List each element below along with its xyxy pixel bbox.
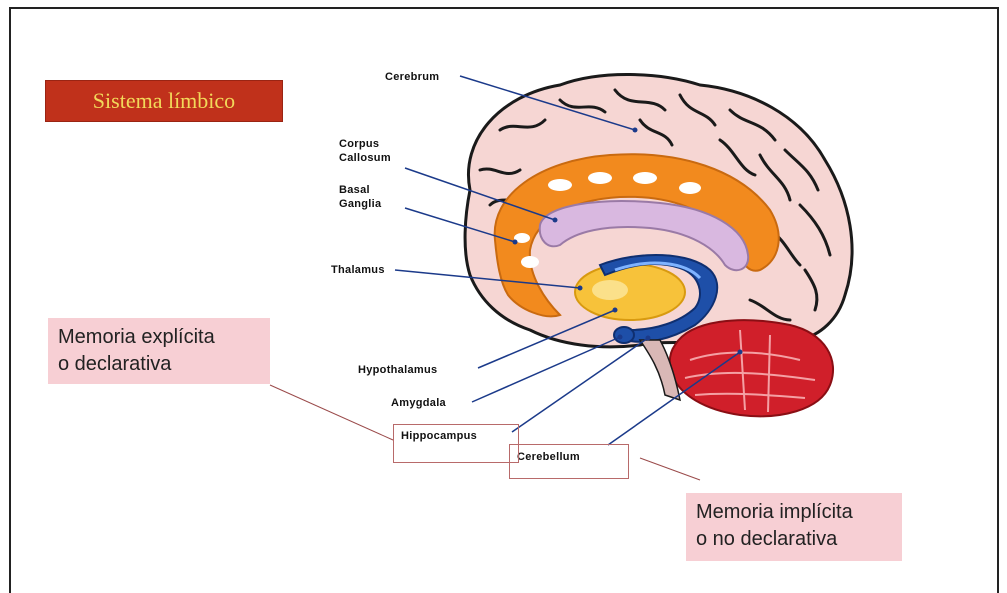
implicit-note-line2: o no declarativa [696,526,892,553]
explicit-memory-note: Memoria explícita o declarativa [48,318,270,384]
label-thalamus: Thalamus [331,263,385,277]
cerebellum-highlight-box [509,444,629,479]
thalamus-inner [592,280,628,300]
cerebellum-shape [670,320,833,416]
label-amygdala: Amygdala [391,396,446,410]
label-cerebrum: Cerebrum [385,70,439,84]
thalamus-shape [575,264,685,320]
label-basal-ganglia: Basal Ganglia [339,183,399,211]
explicit-note-line2: o declarativa [58,351,260,378]
amygdala-shape [614,327,634,343]
implicit-note-line1: Memoria implícita [696,499,892,526]
label-hypothalamus: Hypothalamus [358,363,437,377]
implicit-memory-note: Memoria implícita o no declarativa [686,493,902,561]
label-corpus-callosum: Corpus Callosum [339,137,399,165]
hippocampus-highlight-box [393,424,519,463]
explicit-note-line1: Memoria explícita [58,324,260,351]
